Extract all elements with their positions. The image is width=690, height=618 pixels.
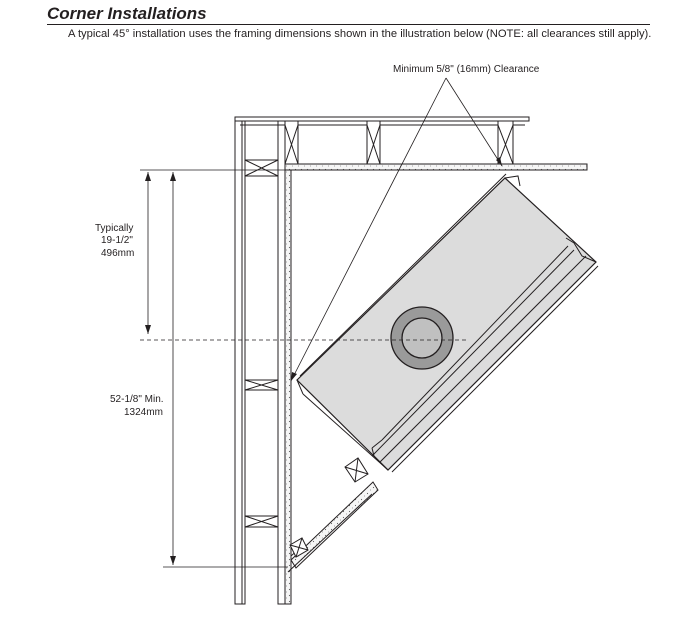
leader-left [290, 77, 447, 382]
dim-upper-arrow-top [145, 172, 151, 181]
left-blocking-lower [244, 515, 279, 528]
section-heading: Corner Installations [47, 4, 650, 25]
dim-upper-label-3: 496mm [101, 248, 134, 259]
clearance-leaders [290, 77, 503, 382]
dim-upper-label-1: Typically [95, 223, 133, 234]
top-wall-framing [234, 116, 588, 171]
top-drywall [284, 163, 588, 171]
intro-paragraph: A typical 45° installation uses the fram… [68, 28, 652, 40]
top-blocking-1 [284, 124, 299, 165]
dim-lower-label-2: 1324mm [124, 407, 163, 418]
top-blocking-2 [366, 124, 381, 165]
left-blocking-middle [244, 379, 279, 391]
dim-lower-arrow-top [170, 172, 176, 181]
fireplace-unit [296, 173, 599, 473]
left-drywall [284, 169, 292, 605]
dimension-lines [140, 169, 467, 568]
clearance-label: Minimum 5/8" (16mm) Clearance [393, 64, 540, 75]
left-wall-framing [234, 116, 292, 605]
top-blocking-3 [497, 124, 514, 165]
dim-lower-label-1: 52-1/8" Min. [110, 394, 164, 405]
flue-inner-ring [401, 317, 443, 359]
section-title: Corner Installations [47, 4, 207, 23]
leader-right [445, 77, 503, 167]
left-blocking-upper [244, 159, 279, 177]
dim-upper-arrow-bottom [145, 325, 151, 334]
dim-upper-label-2: 19-1/2" [101, 235, 133, 246]
angled-drywall [290, 481, 379, 569]
angled-framing [287, 457, 379, 573]
dim-lower-arrow-bottom [170, 556, 176, 565]
